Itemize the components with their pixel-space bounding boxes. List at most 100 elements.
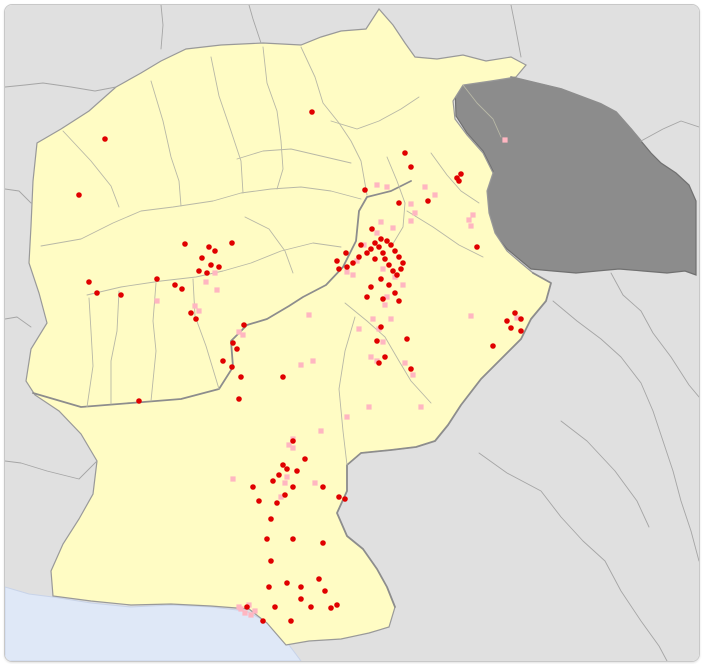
map-marker	[309, 109, 315, 115]
map-marker	[369, 226, 375, 232]
map-marker	[468, 223, 474, 229]
border-line	[86, 242, 342, 296]
border-line	[338, 316, 356, 466]
border-line	[386, 156, 406, 248]
map-marker	[188, 310, 194, 316]
map-marker	[518, 328, 524, 334]
map-marker	[288, 618, 294, 624]
map-marker	[212, 270, 218, 276]
map-marker	[308, 604, 314, 610]
map-marker	[362, 187, 368, 193]
map-marker	[206, 244, 212, 250]
map-marker	[402, 360, 408, 366]
map-marker	[350, 272, 356, 278]
map-marker	[154, 276, 160, 282]
map-marker	[334, 258, 340, 264]
map-frame	[4, 4, 700, 662]
map-marker	[374, 358, 380, 364]
map-marker	[220, 358, 226, 364]
map-marker	[502, 137, 508, 143]
map-marker	[318, 428, 324, 434]
map-marker	[118, 292, 124, 298]
border-line	[62, 130, 120, 208]
map-marker	[204, 270, 210, 276]
map-marker	[392, 290, 398, 296]
map-marker	[380, 250, 386, 256]
map-marker	[412, 210, 418, 216]
map-marker	[458, 171, 464, 177]
map-marker	[400, 260, 406, 266]
map-marker	[236, 329, 242, 335]
border-line	[406, 210, 484, 258]
map-marker	[154, 298, 160, 304]
map-marker	[182, 241, 188, 247]
map-marker	[199, 255, 205, 261]
map-marker	[136, 398, 142, 404]
border-line	[510, 5, 522, 58]
map-marker	[280, 462, 286, 468]
map-marker	[240, 332, 246, 338]
map-marker	[350, 260, 356, 266]
map-marker	[356, 254, 362, 260]
map-marker	[214, 287, 220, 293]
map-marker	[382, 354, 388, 360]
map-marker	[466, 217, 472, 223]
map-marker	[474, 244, 480, 250]
map-marker	[344, 414, 350, 420]
map-marker	[294, 468, 300, 474]
map-marker	[312, 480, 318, 486]
map-marker	[390, 225, 396, 231]
border-line	[478, 452, 668, 661]
marker-layer	[76, 109, 524, 624]
map-marker	[388, 242, 394, 248]
map-marker	[238, 606, 244, 612]
map-marker	[514, 315, 520, 321]
map-marker	[425, 198, 431, 204]
map-marker	[366, 404, 372, 410]
map-marker	[282, 480, 288, 486]
map-marker	[336, 494, 342, 500]
map-marker	[432, 192, 438, 198]
map-marker	[368, 354, 374, 360]
map-marker	[372, 240, 378, 246]
border-line	[244, 216, 294, 274]
map-marker	[193, 316, 199, 322]
map-marker	[196, 268, 202, 274]
map-marker	[172, 282, 178, 288]
map-marker	[298, 584, 304, 590]
map-marker	[384, 184, 390, 190]
map-marker	[266, 584, 272, 590]
border-line	[5, 316, 32, 328]
map-marker	[286, 442, 292, 448]
border-line	[462, 84, 502, 138]
map-marker	[396, 254, 402, 260]
map-marker	[250, 484, 256, 490]
map-marker	[372, 256, 378, 262]
map-marker	[374, 182, 380, 188]
map-marker	[392, 248, 398, 254]
map-marker	[382, 256, 388, 262]
map-marker	[290, 484, 296, 490]
map-marker	[386, 262, 392, 268]
map-marker	[290, 438, 296, 444]
map-marker	[361, 242, 367, 248]
map-marker	[408, 201, 414, 207]
map-marker	[334, 602, 340, 608]
map-marker	[242, 610, 248, 616]
map-marker	[398, 266, 404, 272]
map-marker	[396, 298, 402, 304]
border-line	[552, 300, 699, 562]
map-marker	[244, 604, 250, 610]
border-line	[330, 96, 420, 130]
map-marker	[328, 605, 334, 611]
map-marker	[490, 343, 496, 349]
map-marker	[316, 576, 322, 582]
map-marker	[418, 404, 424, 410]
map-marker	[400, 282, 406, 288]
map-marker	[280, 374, 286, 380]
border-line	[344, 302, 432, 404]
map-marker	[378, 276, 384, 282]
map-marker	[179, 286, 185, 292]
map-marker	[298, 362, 304, 368]
border-line	[192, 278, 220, 390]
